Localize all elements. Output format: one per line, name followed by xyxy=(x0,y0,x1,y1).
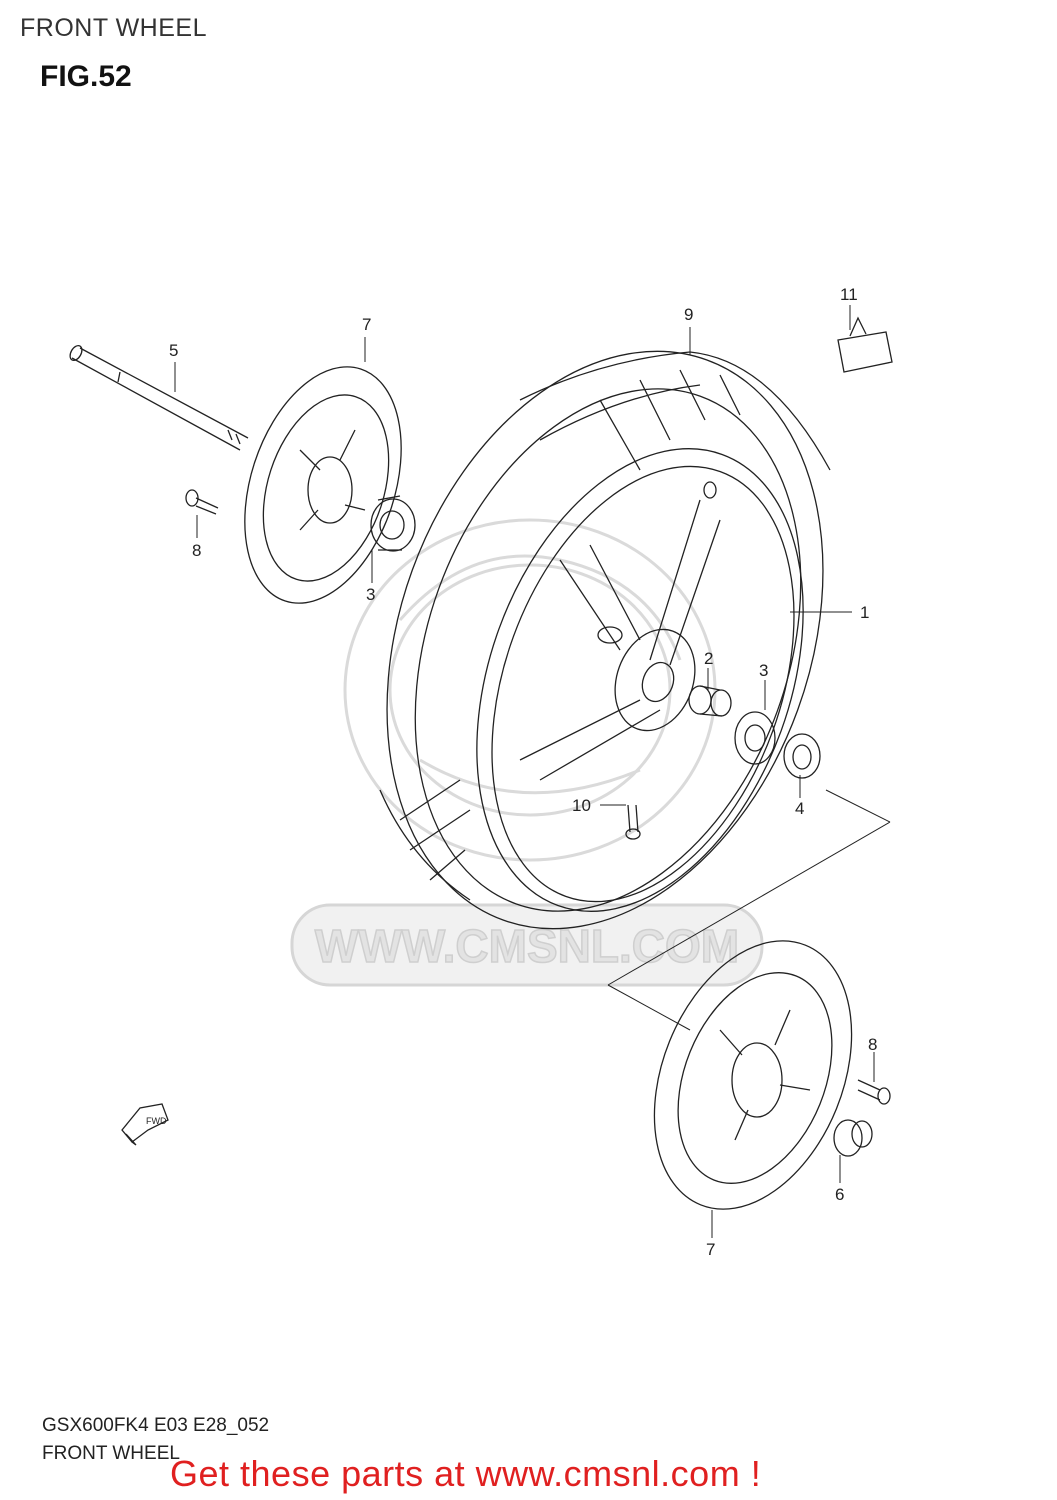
callout-2: 2 xyxy=(704,649,713,668)
forward-arrow-icon xyxy=(121,1103,169,1146)
wheel-rim xyxy=(476,448,804,912)
spacer xyxy=(688,685,732,717)
callout-7-bottom: 7 xyxy=(706,1240,715,1259)
callout-7-top: 7 xyxy=(362,315,371,334)
watermark-plate xyxy=(290,903,764,987)
watermark-logo xyxy=(343,518,717,862)
callout-4: 4 xyxy=(795,799,804,818)
diagram-name: FRONT WHEEL xyxy=(42,1443,180,1464)
figure-number: FIG.52 xyxy=(40,60,132,93)
tire-valve xyxy=(625,804,641,840)
callout-1: 1 xyxy=(860,603,869,622)
forward-arrow-label: FWD xyxy=(146,1116,167,1126)
callout-9: 9 xyxy=(684,305,693,324)
brake-disc-left xyxy=(244,366,402,604)
bolt-left xyxy=(185,489,219,515)
callout-8-right: 8 xyxy=(868,1035,877,1054)
model-code: GSX600FK4 E03 E28_052 xyxy=(42,1415,270,1436)
axle xyxy=(69,344,249,451)
callout-3-left: 3 xyxy=(366,585,375,604)
brake-disc-right xyxy=(653,940,853,1210)
callout-3-right: 3 xyxy=(759,661,768,680)
balance-weight xyxy=(837,316,893,373)
watermark-text: WWW.CMSNL.COM xyxy=(315,920,739,972)
tire xyxy=(379,350,831,930)
callout-8-left: 8 xyxy=(192,541,201,560)
bearing-left xyxy=(370,495,416,552)
bearing-right xyxy=(734,711,776,765)
page-header-title: FRONT WHEEL xyxy=(20,14,207,42)
promo-link[interactable]: Get these parts at www.cmsnl.com ! xyxy=(170,1453,762,1494)
callout-10: 10 xyxy=(572,796,591,815)
callout-11: 11 xyxy=(840,285,858,304)
dust-seal xyxy=(783,733,821,779)
callout-5: 5 xyxy=(169,341,178,360)
bolt-right xyxy=(857,1079,891,1105)
leader-lines xyxy=(174,305,891,1238)
collar xyxy=(833,1119,873,1157)
callout-6: 6 xyxy=(835,1185,844,1204)
